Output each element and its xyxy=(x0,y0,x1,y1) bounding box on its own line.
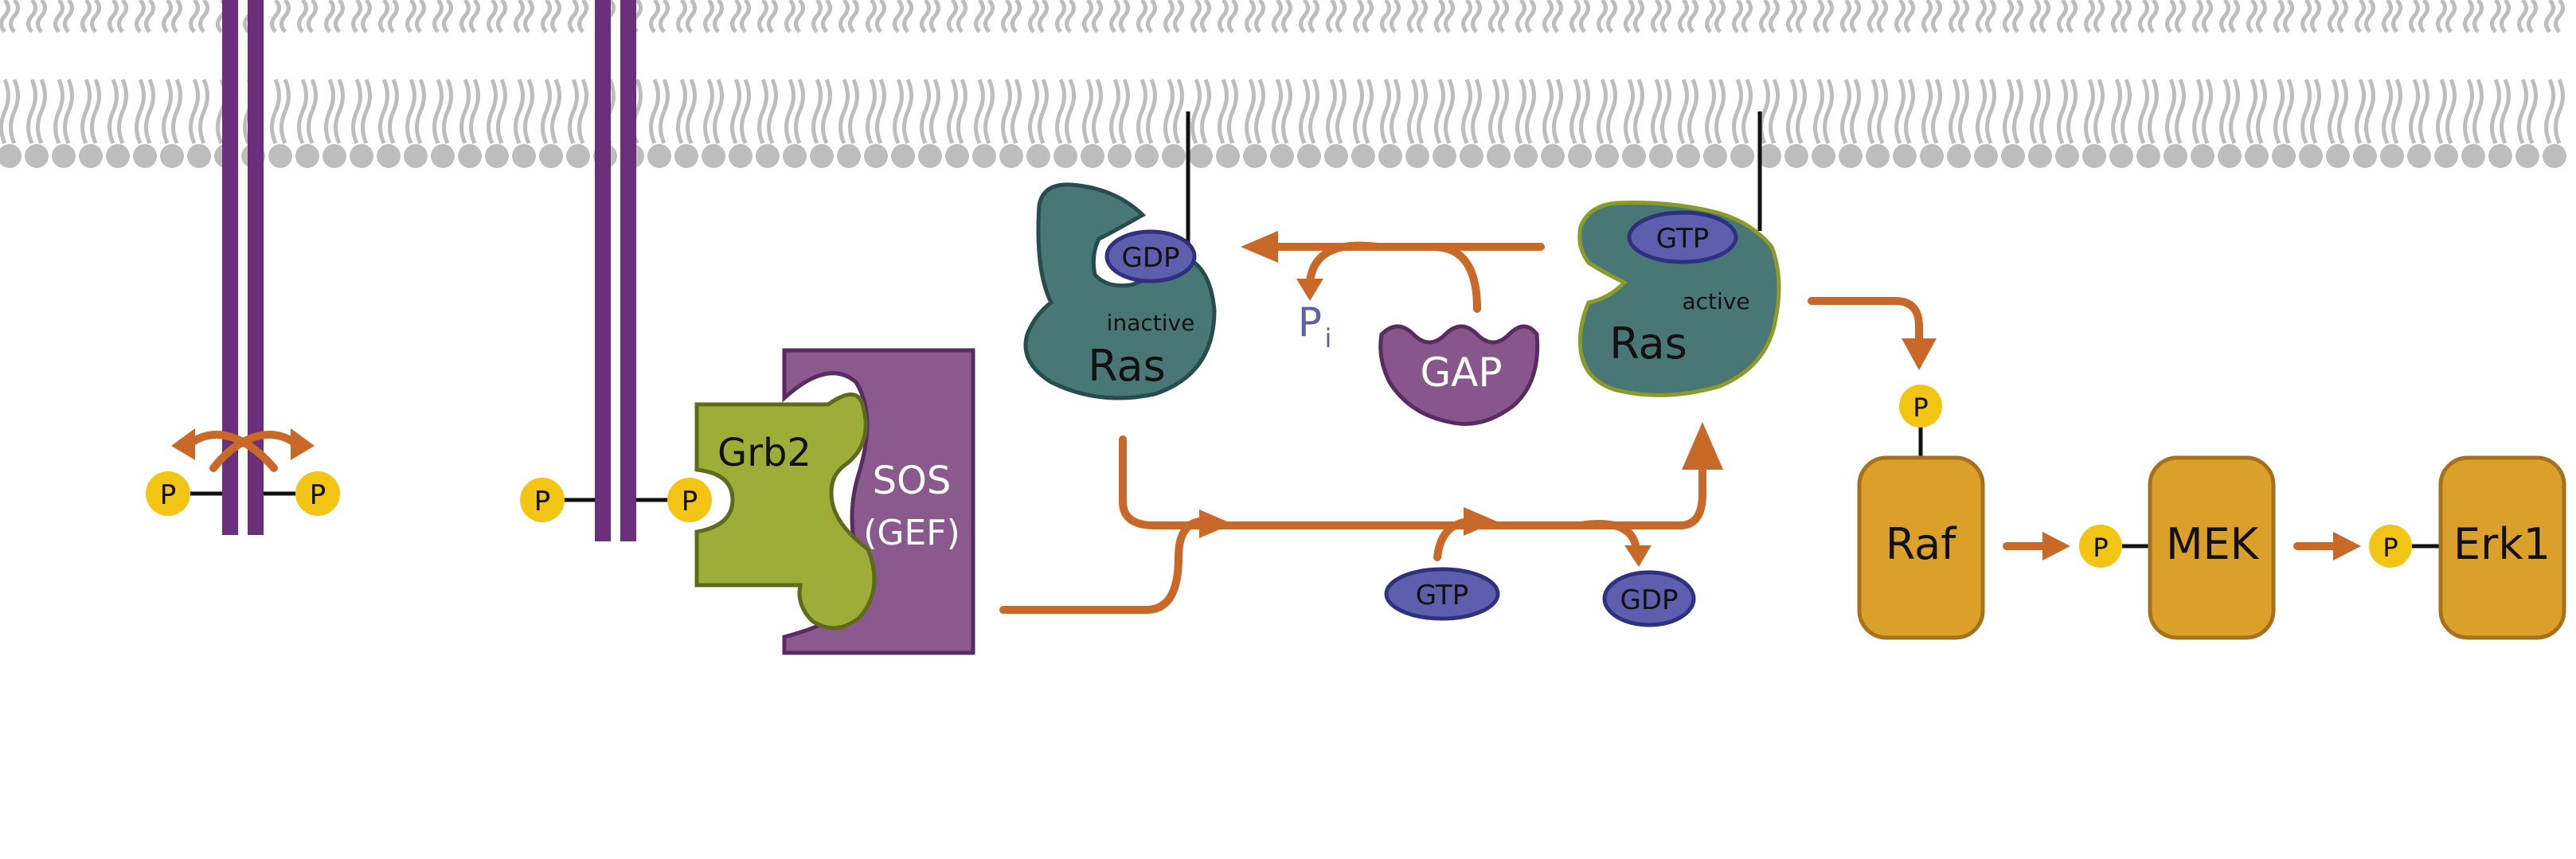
cross-phosphorylation-arrow xyxy=(187,431,278,472)
cross-phosphorylation-arrow xyxy=(209,431,299,472)
gdp-nucleotide xyxy=(1104,229,1197,283)
svg-text:P: P xyxy=(310,479,326,511)
arrow-head xyxy=(1199,510,1233,538)
gdp-free-nucleotide: GDP xyxy=(1602,570,1696,627)
svg-text:inactive: inactive xyxy=(1107,310,1195,336)
lipid-heads xyxy=(0,144,2566,168)
svg-text:P: P xyxy=(160,479,177,511)
phosphate: P xyxy=(146,471,190,516)
receptor-right-chain-2 xyxy=(620,0,636,541)
ras-inactive: GDP inactive Ras xyxy=(1023,111,1217,400)
cell-membrane xyxy=(0,0,2566,168)
svg-text:GDP: GDP xyxy=(1620,584,1678,616)
ras-to-raf-arrow xyxy=(1808,297,1937,370)
arrow-head xyxy=(291,428,315,460)
phosphate: P xyxy=(520,478,565,522)
svg-text:Grb2: Grb2 xyxy=(717,431,811,475)
phosphate: P xyxy=(667,478,712,522)
receptor-left-chain-2 xyxy=(248,0,264,535)
phosphate: P xyxy=(1899,385,1942,428)
svg-text:Erk1: Erk1 xyxy=(2453,519,2551,569)
svg-text:Ras: Ras xyxy=(1609,318,1687,369)
grb2: Grb2 xyxy=(694,392,877,631)
receptor-right: P P xyxy=(520,0,712,541)
receptor-left: P P xyxy=(146,0,340,535)
nucleotide-exchange-arrow xyxy=(999,422,1723,614)
gap: GAP xyxy=(1378,324,1540,426)
pi-arrow-head xyxy=(1296,279,1323,301)
svg-text:active: active xyxy=(1682,288,1749,314)
svg-text:Ras: Ras xyxy=(1088,341,1166,391)
svg-text:GAP: GAP xyxy=(1420,349,1502,396)
mek-kinase: P MEK xyxy=(2079,455,2276,640)
svg-text:P: P xyxy=(1298,299,1322,346)
svg-text:P: P xyxy=(2383,533,2398,563)
svg-text:P: P xyxy=(534,486,551,517)
svg-text:GTP: GTP xyxy=(1656,223,1709,255)
receptor-right-chain-1 xyxy=(595,0,611,541)
raf-to-mek-arrow xyxy=(2003,532,2070,560)
raf-kinase: P Raf xyxy=(1857,385,1985,640)
svg-text:P: P xyxy=(2093,533,2108,563)
svg-text:P: P xyxy=(1913,392,1928,423)
svg-text:MEK: MEK xyxy=(2166,519,2260,569)
receptor-left-chain-1 xyxy=(222,0,238,535)
phosphate: P xyxy=(2369,525,2412,568)
svg-text:GTP: GTP xyxy=(1416,580,1468,611)
arrow-head xyxy=(1624,545,1652,567)
svg-text:Raf: Raf xyxy=(1886,519,1957,569)
svg-text:i: i xyxy=(1325,323,1332,353)
arrow-head xyxy=(1464,507,1497,536)
gtp-free-nucleotide: GTP xyxy=(1384,567,1500,621)
gtp-nucleotide xyxy=(1627,210,1738,264)
gtp-hydrolysis-arrow: P i xyxy=(1241,231,1545,353)
phosphate: P xyxy=(2079,525,2122,568)
lipid-tails xyxy=(0,0,2565,145)
svg-text:SOS: SOS xyxy=(873,459,952,503)
mek-to-erk1-arrow xyxy=(2293,532,2361,560)
ras-active: GTP active Ras xyxy=(1577,111,1781,397)
arrow-head xyxy=(171,428,195,460)
svg-text:P: P xyxy=(682,486,698,517)
svg-text:GDP: GDP xyxy=(1121,242,1179,274)
svg-text:(GEF): (GEF) xyxy=(863,513,960,553)
phosphate: P xyxy=(295,471,340,516)
erk1-kinase: P Erk1 xyxy=(2369,455,2566,640)
